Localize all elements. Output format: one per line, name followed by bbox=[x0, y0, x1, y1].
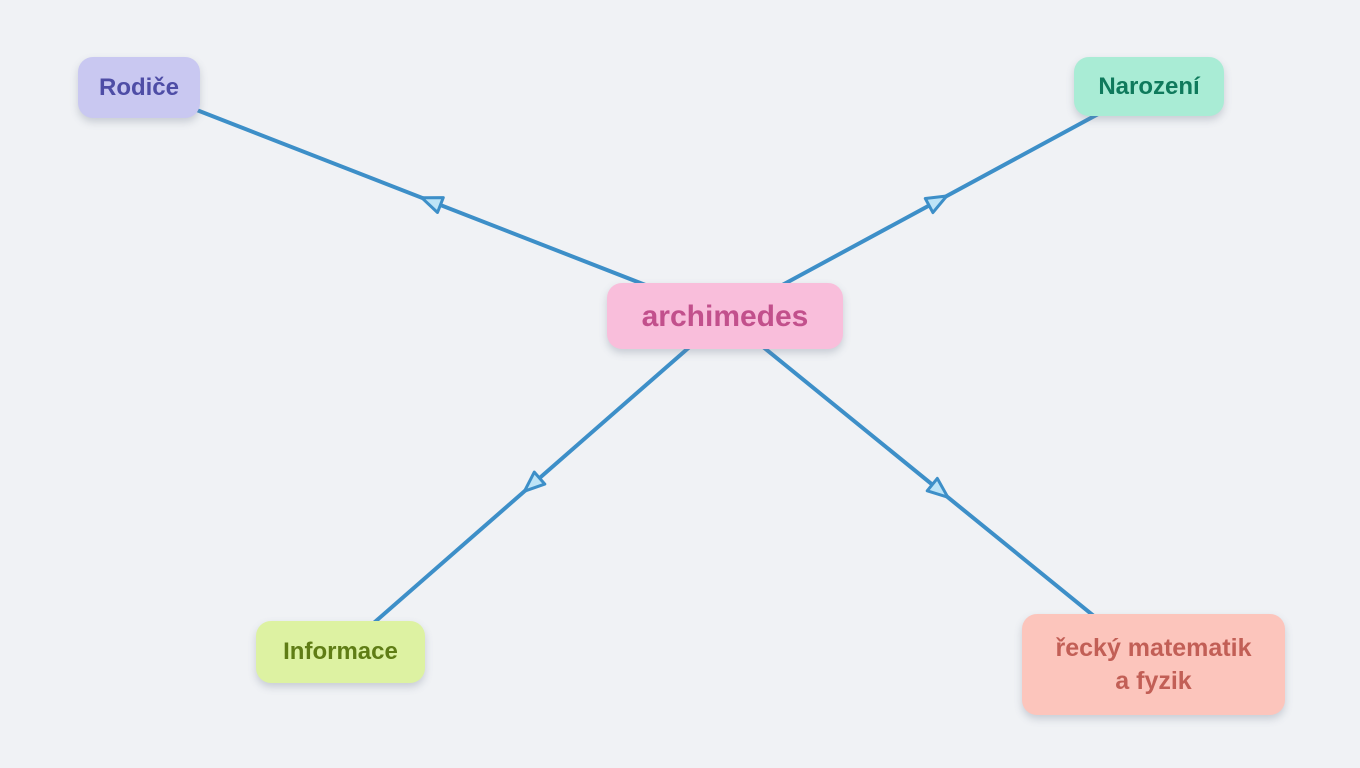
node-rodice[interactable]: Rodiče bbox=[78, 57, 200, 118]
node-archimedes-label: archimedes bbox=[641, 299, 809, 333]
edge-arrowhead bbox=[420, 196, 445, 214]
node-narozeni-label: Narození bbox=[1098, 72, 1200, 100]
node-rodice-label: Rodiče bbox=[98, 73, 179, 101]
node-recky-matematik-label: řecký matematik a fyzik bbox=[1055, 634, 1252, 695]
edge-arrowhead bbox=[923, 194, 949, 215]
edge-arrowhead bbox=[925, 476, 950, 499]
node-narozeni[interactable]: Narození bbox=[1074, 57, 1224, 116]
node-archimedes[interactable]: archimedes bbox=[607, 283, 843, 349]
node-informace[interactable]: Informace bbox=[256, 621, 425, 683]
node-informace-label: Informace bbox=[283, 638, 398, 666]
node-recky-matematik[interactable]: řecký matematik a fyzik bbox=[1022, 614, 1285, 715]
edge-arrowhead bbox=[523, 470, 547, 493]
